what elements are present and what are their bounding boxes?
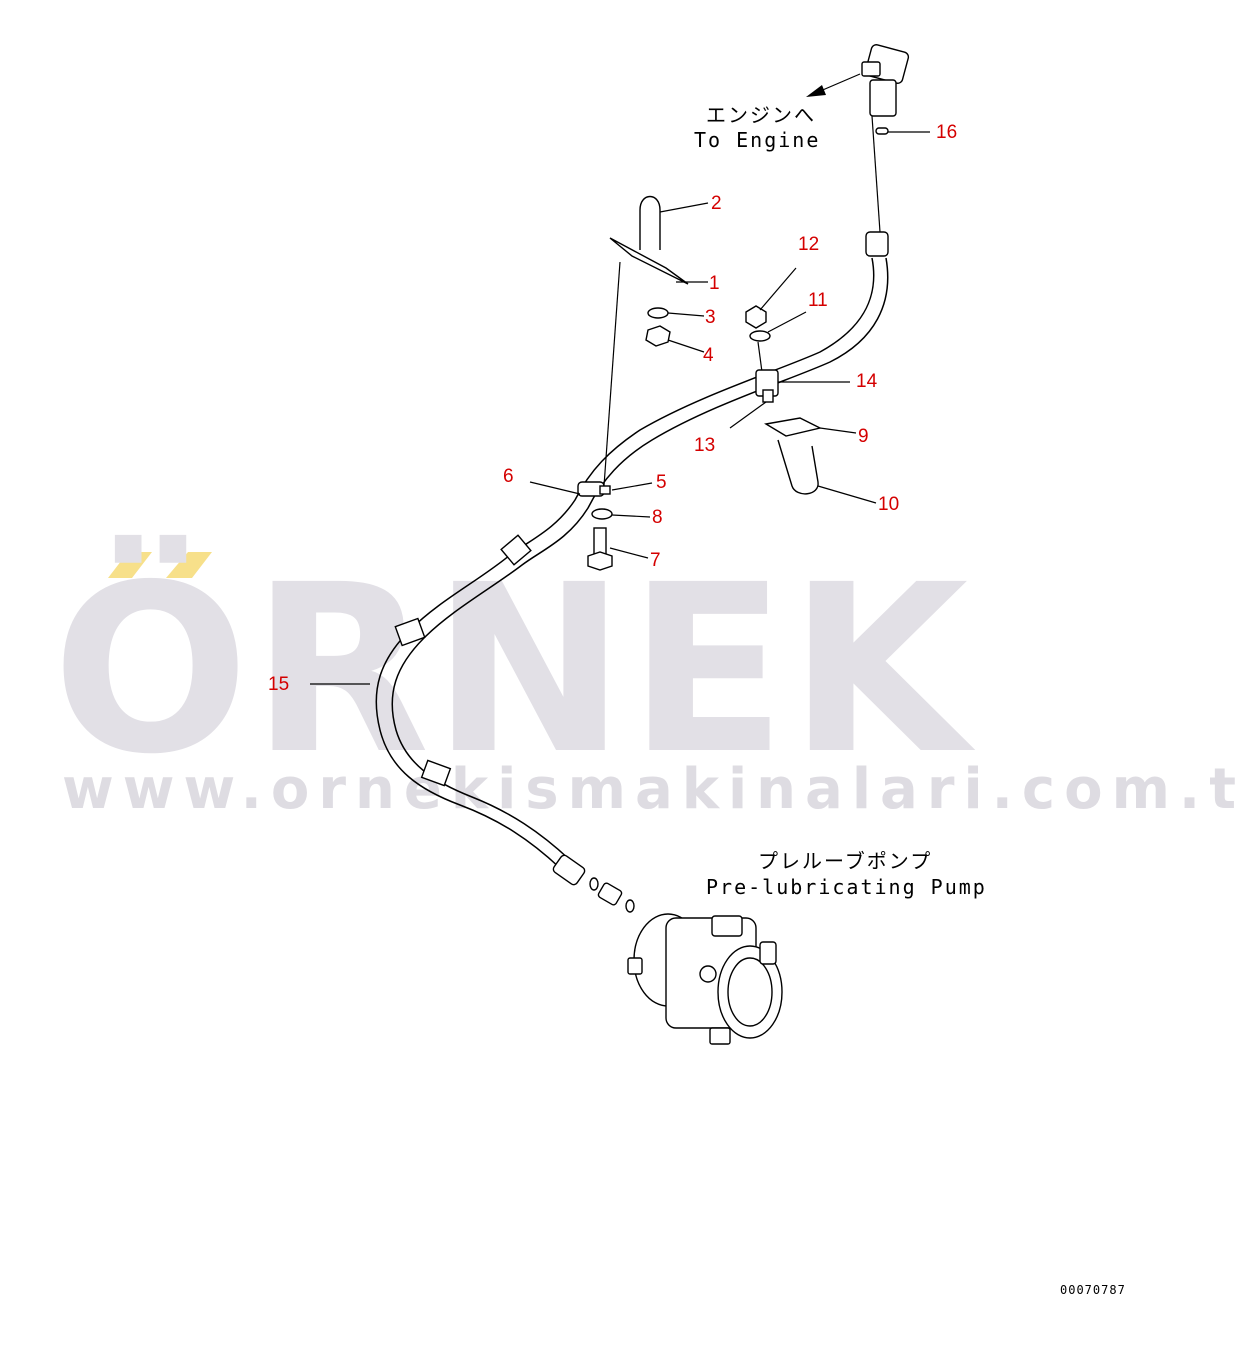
callouts: 1 2 3 4 5 6 7 8 9 10 11 12 13 14 15 16	[268, 122, 957, 695]
callout-12: 12	[798, 234, 819, 255]
hose-upper-fitting	[865, 231, 889, 257]
leader-lines	[310, 127, 930, 685]
callout-11: 11	[808, 290, 828, 311]
bracket-group-right	[745, 305, 823, 495]
bolt-13	[762, 389, 774, 403]
pre-lubricating-pump	[627, 913, 783, 1045]
callout-9: 9	[858, 426, 869, 447]
hose-assembly	[375, 231, 889, 886]
hose-sleeve-lower	[420, 759, 452, 787]
callout-16: 16	[936, 122, 957, 143]
callout-2: 2	[711, 193, 722, 214]
hose-lower-fitting	[552, 854, 586, 886]
washer-8	[591, 508, 613, 520]
watermark-brand: ÖRNEK	[52, 534, 976, 805]
engine-caption-en: To Engine	[694, 128, 820, 152]
callout-4: 4	[703, 345, 714, 366]
bracket-group-middle	[577, 481, 613, 571]
plate-1	[609, 237, 689, 285]
nut-12	[745, 305, 767, 329]
callout-15: 15	[268, 674, 289, 695]
plate-9	[764, 417, 823, 437]
engine-caption-jp: エンジンへ	[706, 103, 816, 127]
u-bolt-2	[639, 195, 661, 250]
pump-caption-jp: プレルーブポンプ	[758, 849, 932, 873]
adapter-fitting	[597, 882, 623, 906]
callout-3: 3	[705, 307, 716, 328]
o-ring-16	[875, 127, 889, 135]
hose-sleeve-upper	[500, 534, 532, 566]
captions: エンジンへ To Engine プレルーブポンプ Pre-lubricating…	[694, 103, 987, 899]
u-bolt-10	[777, 439, 819, 495]
washer-11	[749, 330, 771, 342]
bolt-5	[599, 485, 611, 495]
bolt-7-head	[587, 551, 613, 571]
callout-8: 8	[652, 507, 663, 528]
callout-13: 13	[694, 435, 715, 456]
pump-caption-en: Pre-lubricating Pump	[706, 875, 987, 899]
document-id: 00070787	[1060, 1283, 1126, 1297]
watermark-accent-right	[166, 552, 212, 578]
nut-4	[645, 325, 671, 347]
pump-connection	[589, 877, 635, 913]
engine-elbow-fitting	[861, 44, 910, 233]
callout-1: 1	[709, 273, 720, 294]
watermark-url: www.ornekismakinalari.com.tr	[62, 757, 1243, 822]
o-ring-lower-1	[589, 877, 599, 891]
watermark: ÖRNEK www.ornekismakinalari.com.tr	[52, 534, 1243, 822]
o-ring-lower-2	[625, 899, 635, 913]
callout-5: 5	[656, 472, 667, 493]
engine-direction-arrow	[806, 73, 861, 97]
callout-7: 7	[650, 550, 661, 571]
hose-sleeve-middle	[394, 617, 426, 647]
callout-14: 14	[856, 371, 878, 392]
watermark-accent-left	[108, 552, 152, 578]
callout-10: 10	[878, 494, 899, 515]
callout-6: 6	[503, 466, 514, 487]
washer-3	[647, 307, 669, 319]
bracket-group-left	[603, 195, 689, 487]
